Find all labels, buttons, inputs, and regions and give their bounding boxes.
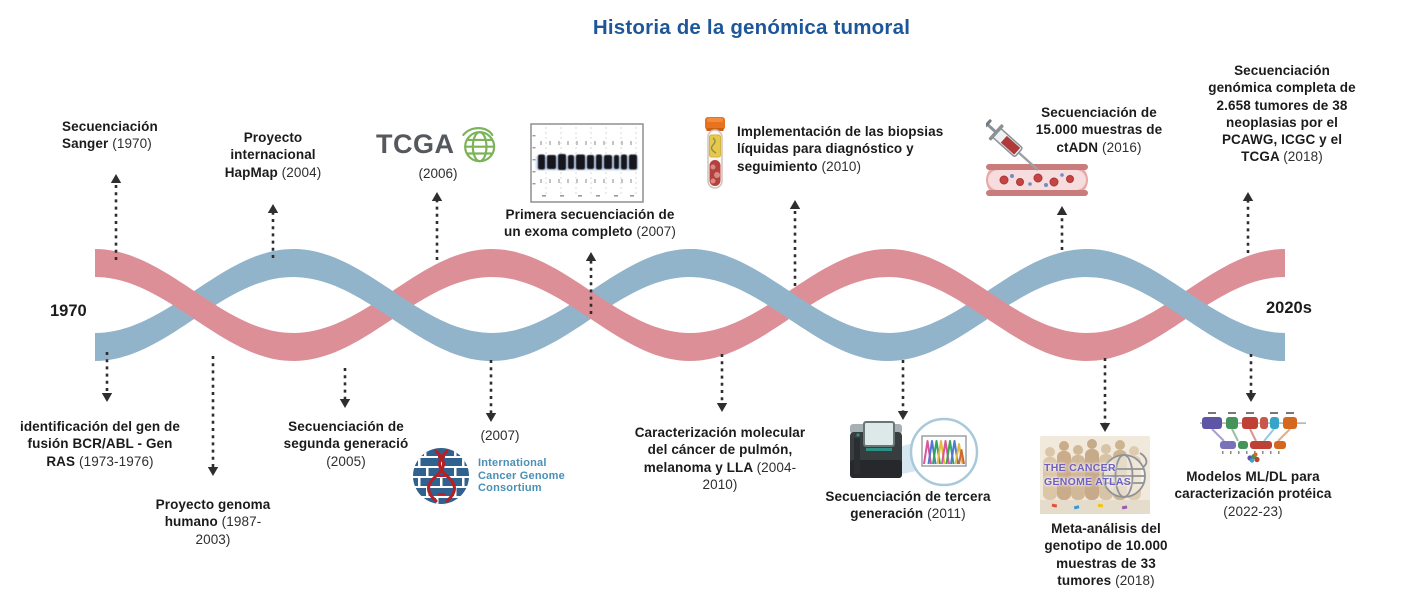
atlas-people-globe-graphic: [1040, 436, 1150, 514]
milestone-tercera-year: (2011): [927, 506, 966, 522]
milestone-caracterizacion-text: Caracterización molecular del cáncer de …: [634, 425, 806, 475]
dashed-arrow-head: [485, 413, 497, 422]
milestone-exoma-text: Primera secuenciación de un exoma comple…: [504, 207, 675, 240]
icgc-globe-icon: [413, 448, 469, 504]
dashed-arrow-head: [1242, 192, 1254, 201]
milestone-genoma: Proyecto genoma humano (1987-2003): [152, 496, 274, 548]
milestone-tercera-text: Secuenciación de tercera generación: [825, 489, 991, 522]
milestone-meta: Meta-análisis del genotipo de 10.000 mue…: [1030, 520, 1182, 589]
tcga-globe-icon: [461, 127, 495, 163]
milestone-ctadn-text: Secuenciación de 15.000 muestras de ctAD…: [1035, 105, 1163, 155]
timeline-end-label: 2020s: [1266, 299, 1312, 317]
milestone-mldl-year: (2022-23): [1223, 503, 1283, 519]
milestone-icgc-year: (2007): [480, 428, 520, 443]
icgc-logo-line2: Cancer Genome: [478, 469, 565, 482]
dashed-arrow-head: [1099, 423, 1111, 432]
milestone-meta-text: Meta-análisis del genotipo de 10.000 mue…: [1044, 521, 1168, 588]
milestone-tcga: TCGA (2006): [376, 120, 500, 181]
cancer-genome-atlas-image: THE CANCER GENOME ATLAS: [1040, 436, 1150, 514]
dashed-arrow-head: [339, 399, 351, 408]
dashed-arrow-head: [101, 393, 113, 402]
milestone-exoma-year: (2007): [636, 224, 676, 240]
third-gen-sequencer-icon: [850, 417, 979, 487]
dashed-arrow-head: [431, 192, 443, 201]
milestone-caracterizacion: Caracterización molecular del cáncer de …: [631, 424, 809, 493]
milestone-hapmap-year: (2004): [281, 164, 322, 180]
dashed-arrow-head: [1056, 206, 1068, 215]
milestone-bcrabl-text: identificación del gen de fusión BCR/ABL…: [19, 419, 181, 469]
atlas-logo-line1: THE CANCER: [1044, 462, 1116, 474]
milestone-biopsias-text: Implementación de las biopsias líquidas …: [737, 124, 944, 174]
dashed-arrow-head: [897, 411, 909, 420]
tcga-logo-text: TCGA: [376, 128, 455, 159]
milestone-exoma: Primera secuenciación de un exoma comple…: [500, 206, 680, 241]
milestone-caracterizacion-year: (2004-2010): [702, 459, 797, 492]
milestone-pcawg: Secuenciación genómica completa de 2.658…: [1203, 62, 1361, 166]
dashed-arrow-head: [1245, 393, 1257, 402]
milestone-sanger-text: Secuenciación Sanger: [62, 119, 158, 152]
protein-domain-diagram-image: [1200, 412, 1306, 463]
dashed-arrow-head: [207, 467, 219, 476]
milestone-sanger: Secuenciación Sanger (1970): [62, 118, 186, 153]
milestone-segunda-text: Secuenciación de segunda generació: [283, 419, 409, 452]
milestone-sanger-year: (1970): [112, 136, 152, 152]
milestone-mldl-text: Modelos ML/DL para caracterización proté…: [1174, 469, 1332, 502]
milestone-biopsias-year: (2010): [821, 158, 862, 174]
timeline-start-label: 1970: [50, 302, 87, 320]
milestone-pcawg-year: (2018): [1283, 149, 1323, 165]
helix-strand-blue: [292, 249, 1285, 361]
milestone-mldl: Modelos ML/DL para caracterización proté…: [1165, 468, 1341, 520]
icgc-logo-line3: Consortium: [478, 482, 542, 495]
icgc-logo-line1: International: [478, 456, 547, 469]
page-title: Historia de la genómica tumoral: [592, 16, 911, 39]
milestone-genoma-text: Proyecto genoma humano: [155, 497, 271, 530]
milestone-tcga-year: (2006): [418, 166, 458, 181]
milestone-hapmap: Proyecto internacional HapMap (2004): [217, 129, 329, 181]
milestone-genoma-year: (1987-2003): [195, 514, 262, 547]
ctdna-syringe-vessel-icon: [986, 119, 1088, 196]
helix-strand-pink: [95, 249, 1285, 361]
milestone-bcrabl-year: (1973-1976): [79, 453, 154, 469]
milestone-biopsias: Implementación de las biopsias líquidas …: [737, 123, 952, 175]
milestone-bcrabl: identificación del gen de fusión BCR/ABL…: [14, 418, 186, 470]
milestone-segunda: Secuenciación de segunda generació (2005…: [279, 418, 413, 470]
dashed-arrow-head: [716, 403, 728, 412]
milestone-ctadn-year: (2016): [1102, 139, 1142, 155]
atlas-logo-line2: GENOME ATLAS: [1044, 475, 1132, 488]
dashed-arrow-head: [789, 200, 801, 209]
milestone-meta-year: (2018): [1115, 572, 1155, 588]
milestone-hapmap-text: Proyecto internacional HapMap: [224, 130, 316, 180]
milestone-pcawg-text: Secuenciación genómica completa de 2.658…: [1208, 63, 1356, 165]
milestone-icgc: (2007): [410, 428, 580, 507]
atlas-logo-text: THE CANCER GENOME ATLAS: [1044, 462, 1131, 489]
dashed-arrow-head: [267, 204, 279, 213]
exome-sequencing-plot-image: [530, 123, 644, 203]
dashed-arrow-head: [110, 174, 122, 183]
dashed-arrow-head: [585, 252, 597, 261]
icgc-logo-text: International Cancer Genome Consortium: [478, 457, 565, 496]
milestone-segunda-year: (2005): [326, 453, 366, 469]
blood-tube-icon: [705, 117, 725, 189]
milestone-ctadn: Secuenciación de 15.000 muestras de ctAD…: [1026, 104, 1172, 156]
milestone-tercera: Secuenciación de tercera generación (201…: [812, 488, 1004, 523]
